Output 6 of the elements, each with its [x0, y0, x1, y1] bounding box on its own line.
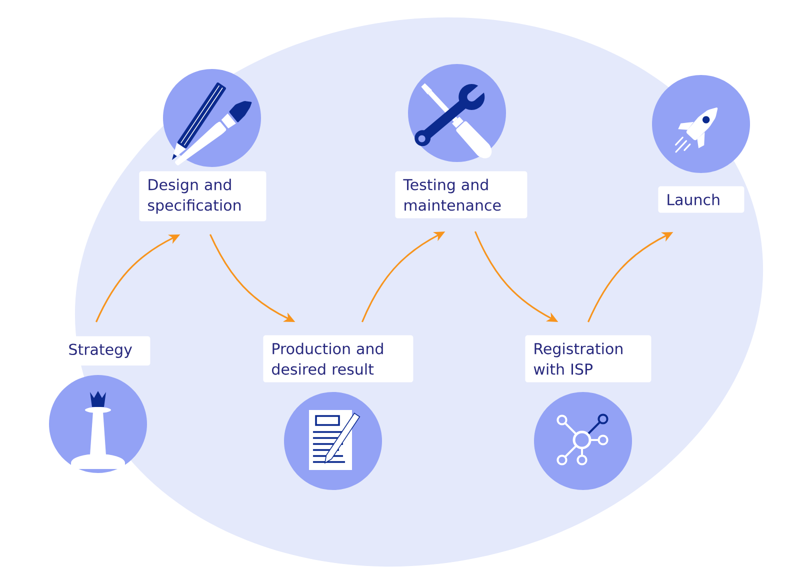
step-label: Production and desired result: [263, 335, 414, 382]
step-label: Registration with ISP: [525, 335, 652, 382]
step-label: Launch: [658, 186, 744, 213]
step-label: Design and specification: [139, 171, 266, 222]
step-label: Testing and maintenance: [395, 171, 528, 218]
step-label: Strategy: [60, 336, 150, 366]
